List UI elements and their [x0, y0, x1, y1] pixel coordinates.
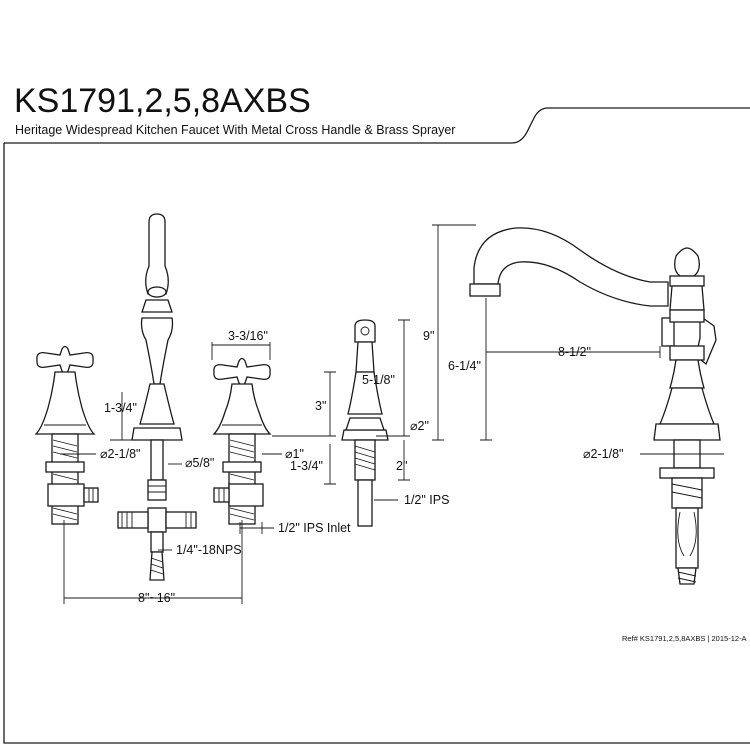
sheet-border — [3, 107, 750, 744]
product-description: Heritage Widespread Kitchen Faucet With … — [15, 123, 456, 137]
dim-valve-inlet: 1/2" IPS Inlet — [278, 521, 351, 535]
dim-sprayer-connection: 1/2" IPS — [404, 493, 449, 507]
dim-shank-diameter: ⌀1" — [285, 447, 304, 461]
side-sprayer — [341, 319, 389, 527]
dim-shank-length-left: 1-3/4" — [290, 459, 323, 473]
dim-spout-reach: 8-1/2" — [558, 345, 591, 359]
dim-base-diameter-right: ⌀2-1/8" — [583, 447, 623, 461]
reference-note: Ref# KS1791,2,5,8AXBS | 2015-12-A — [622, 634, 747, 643]
pull-down-hose — [131, 213, 183, 501]
dim-base-diameter-left: ⌀2-1/8" — [100, 447, 140, 461]
model-number: KS1791,2,5,8AXBS — [14, 82, 311, 120]
left-valve — [34, 345, 99, 525]
dim-spread: 8"~16" — [138, 591, 175, 605]
dimension-lines — [60, 224, 724, 604]
dim-spout-clearance: 6-1/4" — [448, 359, 481, 373]
dim-handle-height: 3" — [315, 399, 326, 413]
dim-spout-height: 9" — [423, 329, 434, 343]
dim-hose-diameter: ⌀5/8" — [185, 456, 214, 470]
dim-stem-height: 1-3/4" — [104, 401, 137, 415]
dim-handle-width: 3-3/16" — [228, 329, 268, 343]
dim-shank-length-sprayer: 2" — [396, 459, 407, 473]
dim-inlet-thread: 1/4"-18NPS — [176, 543, 242, 557]
faucet-side-view — [469, 227, 721, 585]
tee-fitting — [117, 507, 197, 581]
dim-sprayer-base-diameter: ⌀2" — [410, 419, 429, 433]
right-valve — [212, 357, 272, 525]
dim-sprayer-height: 5-1/8" — [362, 373, 395, 387]
